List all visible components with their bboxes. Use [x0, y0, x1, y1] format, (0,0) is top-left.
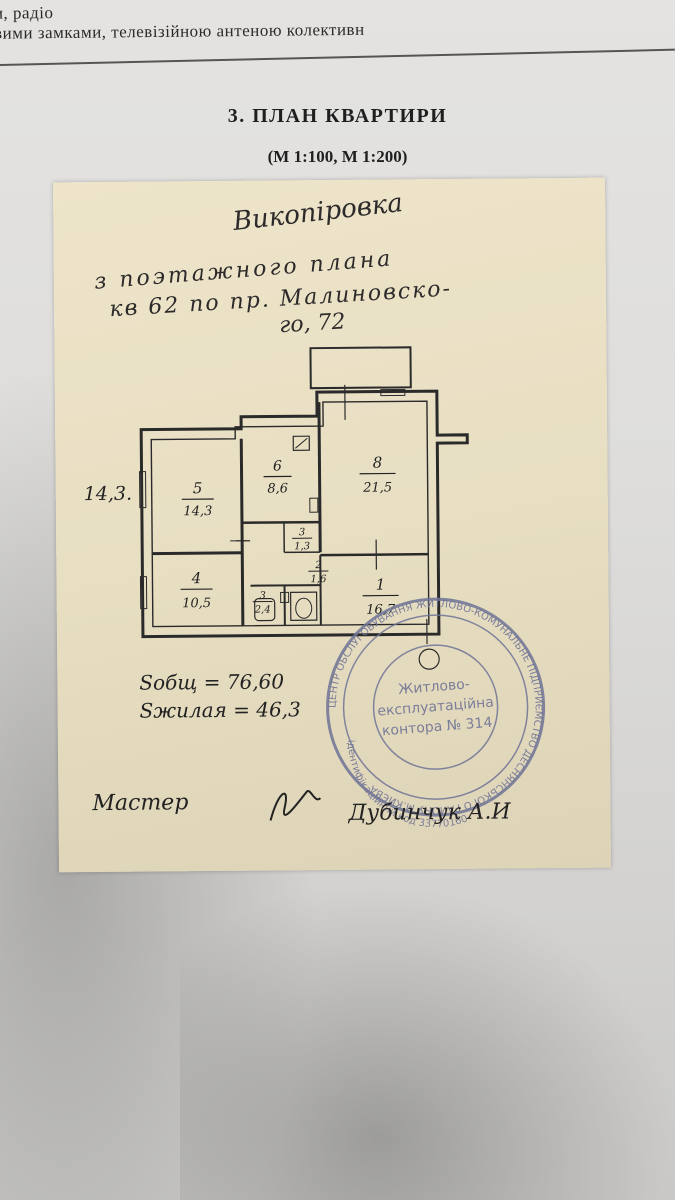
room-6-area: 8,6 [267, 481, 288, 496]
signature-role: Мастер [91, 790, 188, 816]
room-4-area: 10,5 [182, 596, 211, 611]
room-1-number: 1 [376, 576, 386, 594]
handwriting-line-4: го, 72 [278, 309, 346, 338]
stamp-marker [418, 648, 440, 670]
room-4-number: 4 [191, 569, 202, 587]
room-6-number: 6 [273, 458, 282, 474]
floor-plan-drawing: Викопіровка з поэтажного плана кв 62 по … [84, 188, 546, 831]
room-8-number: 8 [373, 454, 383, 472]
office-stamp [326, 597, 546, 817]
room-2-number: 2 [314, 560, 321, 571]
signature-scribble [269, 790, 322, 821]
room-1-area: 16,7 [366, 602, 396, 617]
room-labels: 5 14,3 6 8,6 8 21,5 4 10,5 1 16,7 3 1,3 … [180, 454, 399, 618]
room-3b-number: 3 [259, 591, 265, 602]
room-8-area: 21,5 [362, 480, 392, 495]
room-2-area: 1,6 [310, 574, 327, 585]
plan-walls [139, 346, 469, 645]
living-area: Sжилая = 46,3 [140, 697, 301, 722]
signature-name: Дубинчук А.И [347, 799, 511, 825]
total-area: Sобщ = 76,60 [139, 669, 284, 694]
room-3a-area: 1,3 [294, 541, 310, 552]
stamp-center-line-3: контора № 314 [381, 715, 493, 740]
room-3a-number: 3 [299, 527, 305, 538]
side-note: 14,3. [84, 483, 133, 505]
top-text-fragment: и, радіо вими замками, телевізійною анте… [0, 0, 675, 48]
section-title: 3. ПЛАН КВАРТИРИ [227, 105, 448, 127]
handwriting-line-1: Викопіровка [230, 188, 404, 237]
floor-plan-sheet: Викопіровка з поэтажного плана кв 62 по … [52, 177, 612, 873]
room-5-area: 14,3 [183, 504, 212, 519]
lower-shadow [180, 880, 675, 1200]
room-3b-area: 2,4 [254, 605, 271, 616]
stamp-center-line-1: Житлово- [398, 676, 471, 698]
room-5-number: 5 [193, 479, 203, 497]
scale-label: (М 1:100, М 1:200) [267, 147, 408, 166]
